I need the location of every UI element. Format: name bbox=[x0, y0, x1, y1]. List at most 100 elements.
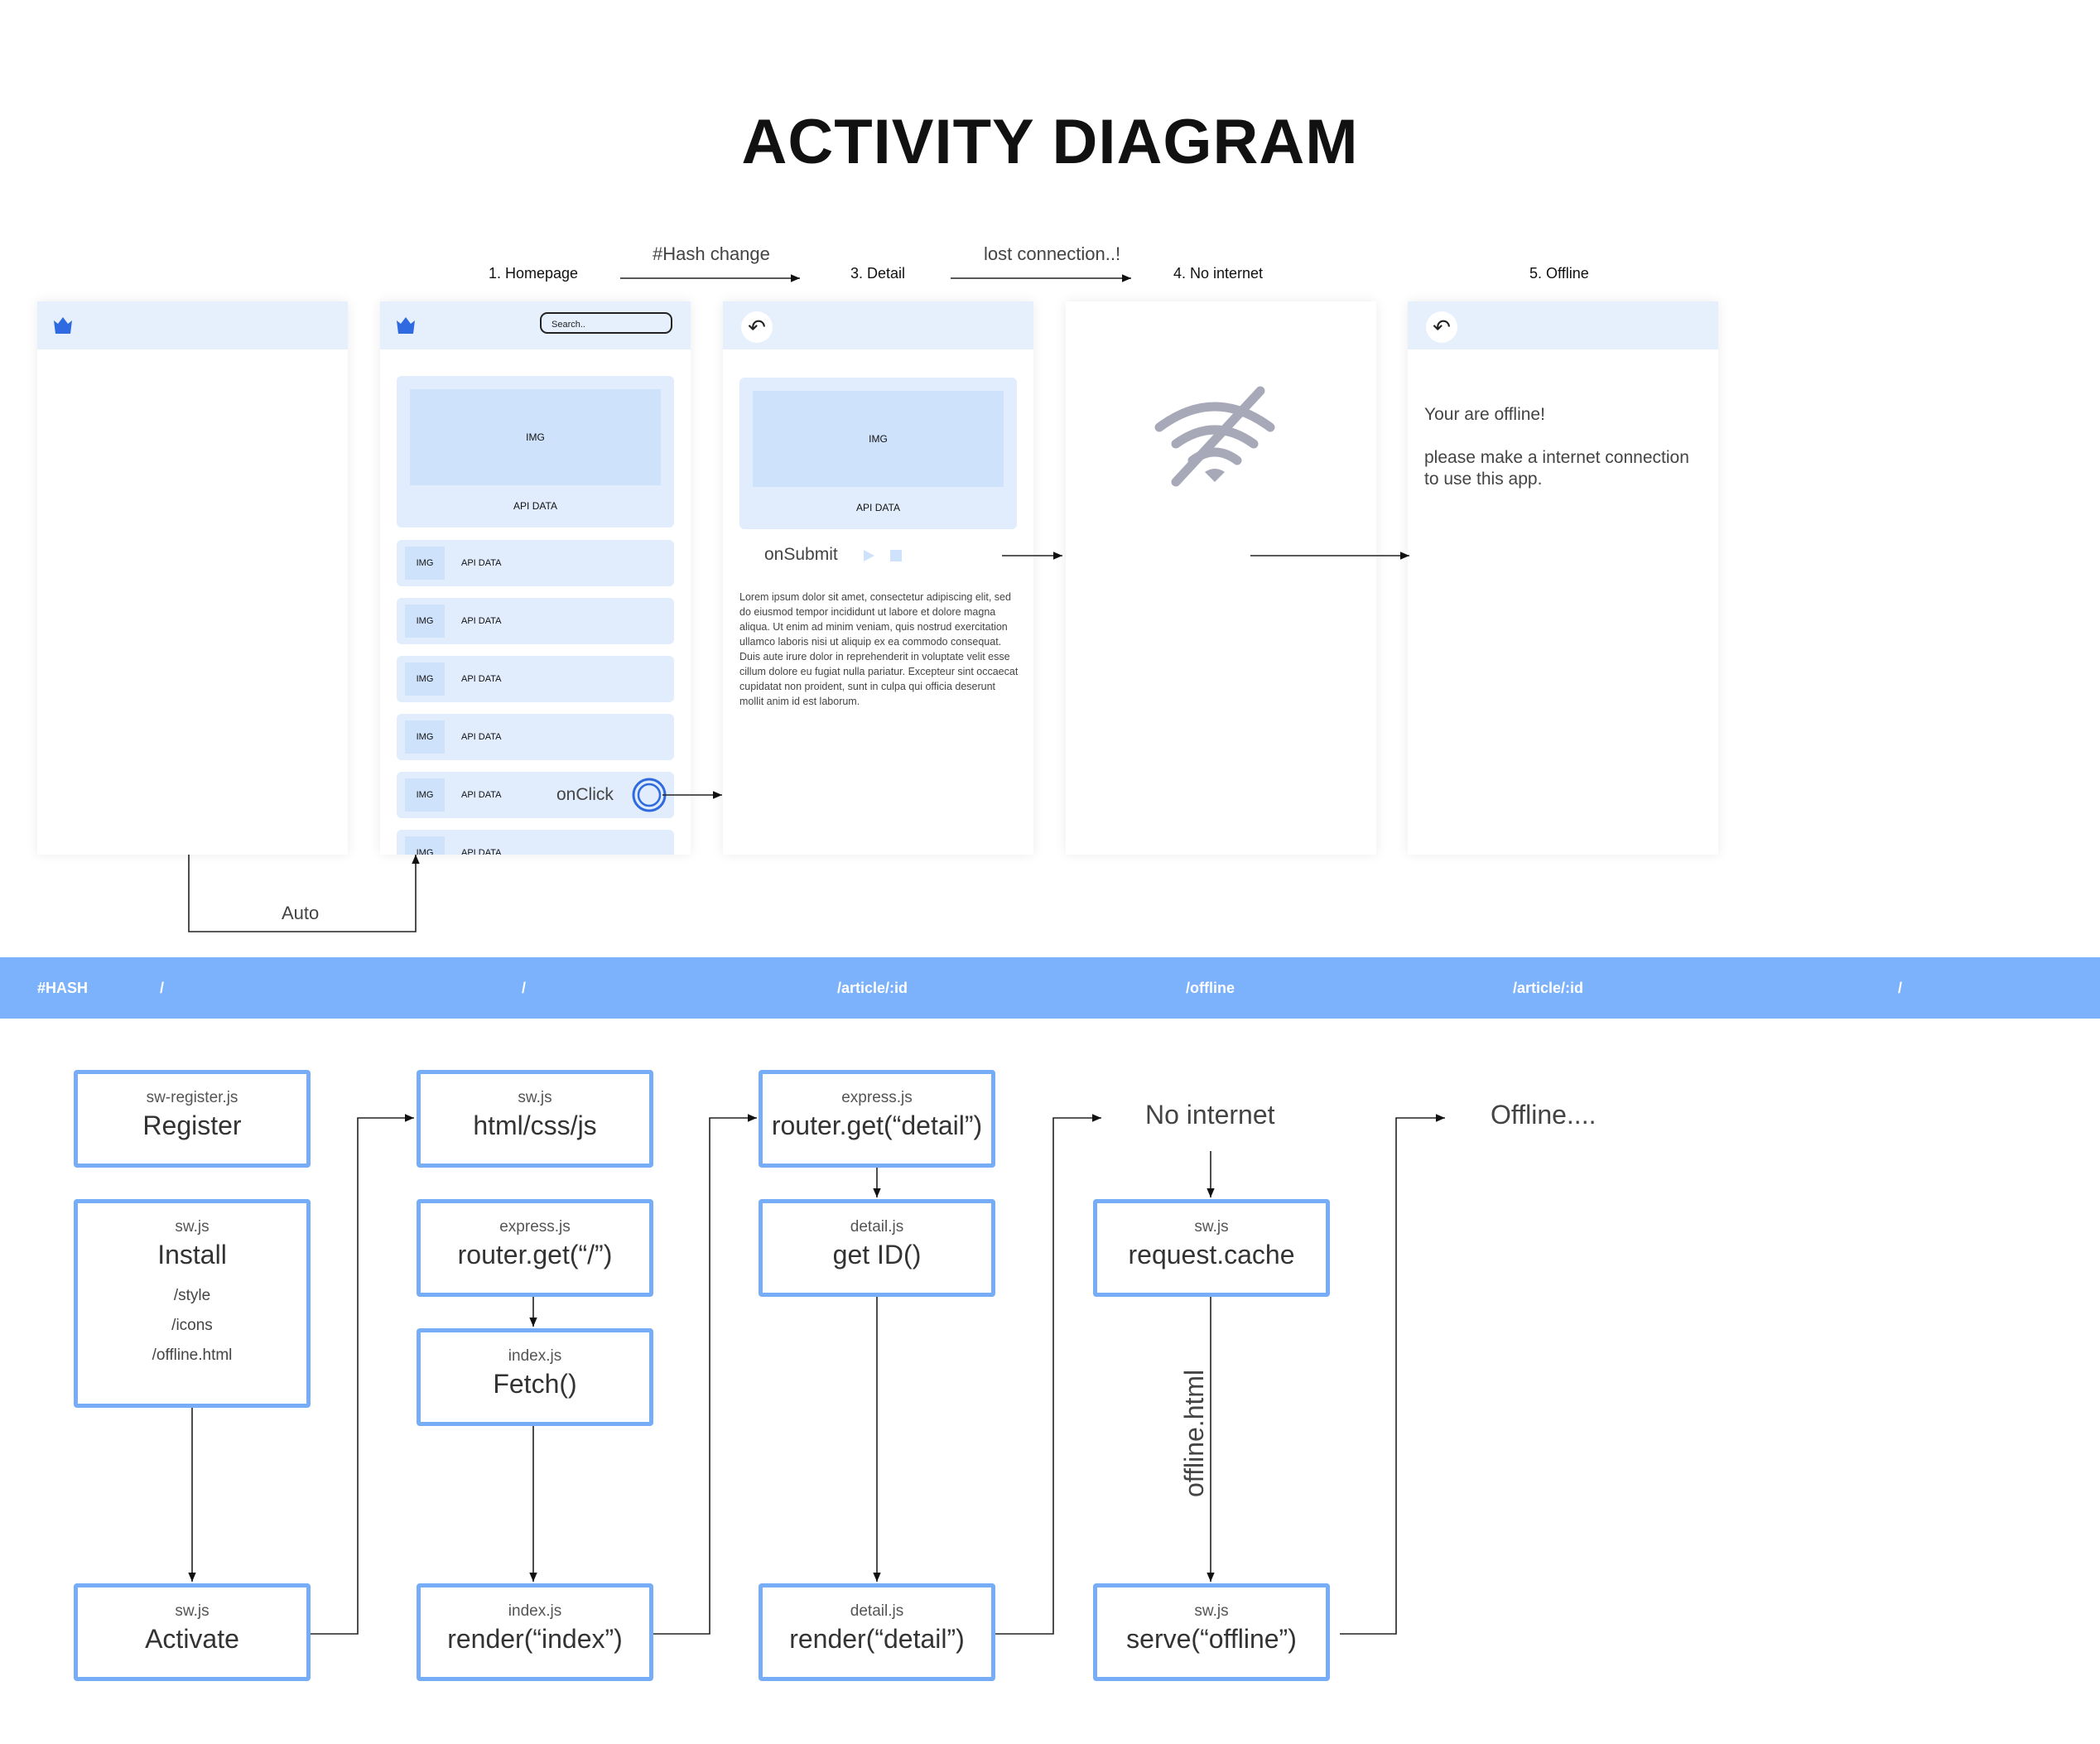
box-function: Fetch() bbox=[493, 1369, 577, 1399]
list-item[interactable]: IMG API DATA bbox=[397, 540, 674, 586]
crown-logo-icon bbox=[397, 317, 415, 334]
no-internet-text: No internet bbox=[1145, 1100, 1275, 1130]
detail-image: IMG bbox=[753, 391, 1004, 487]
detail-api-data: API DATA bbox=[856, 502, 900, 513]
hash-band: #HASH / / /article/:id /offline /article… bbox=[0, 957, 2100, 1019]
list-item-api-data: API DATA bbox=[461, 848, 502, 855]
list-item[interactable]: IMG API DATA bbox=[397, 714, 674, 760]
install-item: /offline.html bbox=[152, 1347, 233, 1364]
list-item-image: IMG bbox=[405, 720, 445, 754]
app-header bbox=[37, 301, 348, 349]
hash-route: / bbox=[1898, 980, 1903, 996]
offline-title: Your are offline! bbox=[1424, 405, 1545, 424]
list-item-api-data: API DATA bbox=[461, 674, 502, 684]
screen-label-offline: 5. Offline bbox=[1529, 265, 1589, 282]
lost-connection-label: lost connection..! bbox=[984, 243, 1121, 264]
crown-logo-icon bbox=[54, 317, 72, 334]
screen-label-detail: 3. Detail bbox=[850, 265, 906, 282]
hash-route: /offline bbox=[1186, 980, 1235, 996]
install-item: /style bbox=[173, 1287, 211, 1304]
on-submit-label: onSubmit bbox=[764, 545, 838, 564]
register-box: sw-register.js Register bbox=[74, 1070, 311, 1168]
activate-box: sw.js Activate bbox=[74, 1583, 311, 1681]
list-item-image: IMG bbox=[405, 836, 445, 855]
card-image: IMG bbox=[410, 389, 661, 485]
box-function: request.cache bbox=[1128, 1240, 1295, 1269]
box-file: express.js bbox=[499, 1218, 571, 1236]
get-id-box: detail.js get ID() bbox=[759, 1199, 995, 1297]
hash-route: / bbox=[160, 980, 165, 996]
box-function: render(“detail”) bbox=[789, 1624, 965, 1654]
box-file: index.js bbox=[508, 1602, 562, 1620]
detail-screen: ↶ IMG API DATA onSubmit Lorem ipsum dolo… bbox=[723, 301, 1033, 855]
box-file: express.js bbox=[841, 1089, 913, 1106]
detail-card: IMG API DATA bbox=[739, 378, 1017, 529]
screen-label-homepage: 1. Homepage bbox=[489, 265, 579, 282]
list-item-api-data: API DATA bbox=[461, 616, 502, 626]
box-function: Activate bbox=[145, 1624, 239, 1654]
box-file: sw.js bbox=[175, 1218, 210, 1236]
box-function: html/css/js bbox=[473, 1110, 597, 1140]
list-item[interactable]: IMG API DATA bbox=[397, 598, 674, 644]
router-detail-box: express.js router.get(“detail”) bbox=[759, 1070, 995, 1168]
offline-message-line1: please make a internet connection bbox=[1424, 448, 1689, 467]
featured-card[interactable]: IMG API DATA bbox=[397, 376, 674, 528]
list-item[interactable]: IMG API DATA bbox=[397, 830, 674, 855]
offline-dots-text: Offline.... bbox=[1491, 1100, 1597, 1130]
box-file: sw.js bbox=[175, 1602, 210, 1620]
box-function: Install bbox=[157, 1240, 227, 1269]
detail-body-text: Lorem ipsum dolor sit amet, consectetur … bbox=[739, 591, 1019, 707]
hash-route: / bbox=[522, 980, 527, 996]
router-root-box: express.js router.get(“/”) bbox=[417, 1199, 653, 1297]
install-box: sw.js Install /style /icons /offline.htm… bbox=[74, 1199, 311, 1408]
box-function: Register bbox=[142, 1110, 242, 1140]
hash-band-label: #HASH bbox=[37, 980, 89, 996]
render-index-box: index.js render(“index”) bbox=[417, 1583, 653, 1681]
homepage-screen: Search.. IMG API DATA IMG API DATA IMG A… bbox=[380, 301, 691, 855]
no-internet-screen bbox=[1066, 301, 1376, 855]
box-file: detail.js bbox=[850, 1218, 904, 1236]
app-header: ↶ bbox=[1408, 301, 1718, 349]
box-file: sw.js bbox=[1194, 1602, 1229, 1620]
list-item-api-data: API DATA bbox=[461, 790, 502, 800]
play-stop-icon[interactable] bbox=[862, 547, 903, 564]
list-item-api-data: API DATA bbox=[461, 558, 502, 568]
offline-message-line2: to use this app. bbox=[1424, 470, 1543, 489]
list-item-image: IMG bbox=[405, 662, 445, 696]
offline-screen: ↶ Your are offline! please make a intern… bbox=[1408, 301, 1718, 855]
list-item-image: IMG bbox=[405, 778, 445, 812]
diagram-title: ACTIVITY DIAGRAM bbox=[741, 107, 1359, 177]
no-wifi-icon bbox=[1154, 386, 1275, 487]
box-function: get ID() bbox=[832, 1240, 922, 1269]
back-arrow-icon[interactable]: ↶ bbox=[1426, 311, 1457, 343]
search-input[interactable]: Search.. bbox=[540, 312, 672, 334]
box-file: index.js bbox=[508, 1347, 562, 1365]
box-file: sw-register.js bbox=[146, 1089, 238, 1106]
list-item-clicked[interactable]: IMG API DATA onClick bbox=[397, 772, 674, 818]
app-header: Search.. bbox=[380, 301, 691, 349]
list-item-image: IMG bbox=[405, 547, 445, 580]
auto-label: Auto bbox=[282, 903, 320, 923]
hash-change-label: #Hash change bbox=[653, 243, 770, 264]
render-detail-box: detail.js render(“detail”) bbox=[759, 1583, 995, 1681]
box-file: sw.js bbox=[518, 1089, 552, 1106]
html-css-js-box: sw.js html/css/js bbox=[417, 1070, 653, 1168]
box-function: router.get(“detail”) bbox=[771, 1110, 983, 1140]
hash-route: /article/:id bbox=[1513, 980, 1584, 996]
splash-screen bbox=[37, 301, 348, 855]
hash-route: /article/:id bbox=[837, 980, 908, 996]
list-item[interactable]: IMG API DATA bbox=[397, 656, 674, 702]
back-arrow-icon[interactable]: ↶ bbox=[741, 311, 773, 343]
install-item: /icons bbox=[171, 1317, 213, 1334]
serve-offline-box: sw.js serve(“offline”) bbox=[1093, 1583, 1330, 1681]
list-item-image: IMG bbox=[405, 605, 445, 638]
fetch-box: index.js Fetch() bbox=[417, 1328, 653, 1426]
box-function: render(“index”) bbox=[447, 1624, 623, 1654]
box-function: serve(“offline”) bbox=[1126, 1624, 1297, 1654]
box-function: router.get(“/”) bbox=[457, 1240, 613, 1269]
screen-label-no-internet: 4. No internet bbox=[1173, 265, 1264, 282]
request-cache-box: sw.js request.cache bbox=[1093, 1199, 1330, 1297]
box-file: detail.js bbox=[850, 1602, 904, 1620]
box-file: sw.js bbox=[1194, 1218, 1229, 1236]
